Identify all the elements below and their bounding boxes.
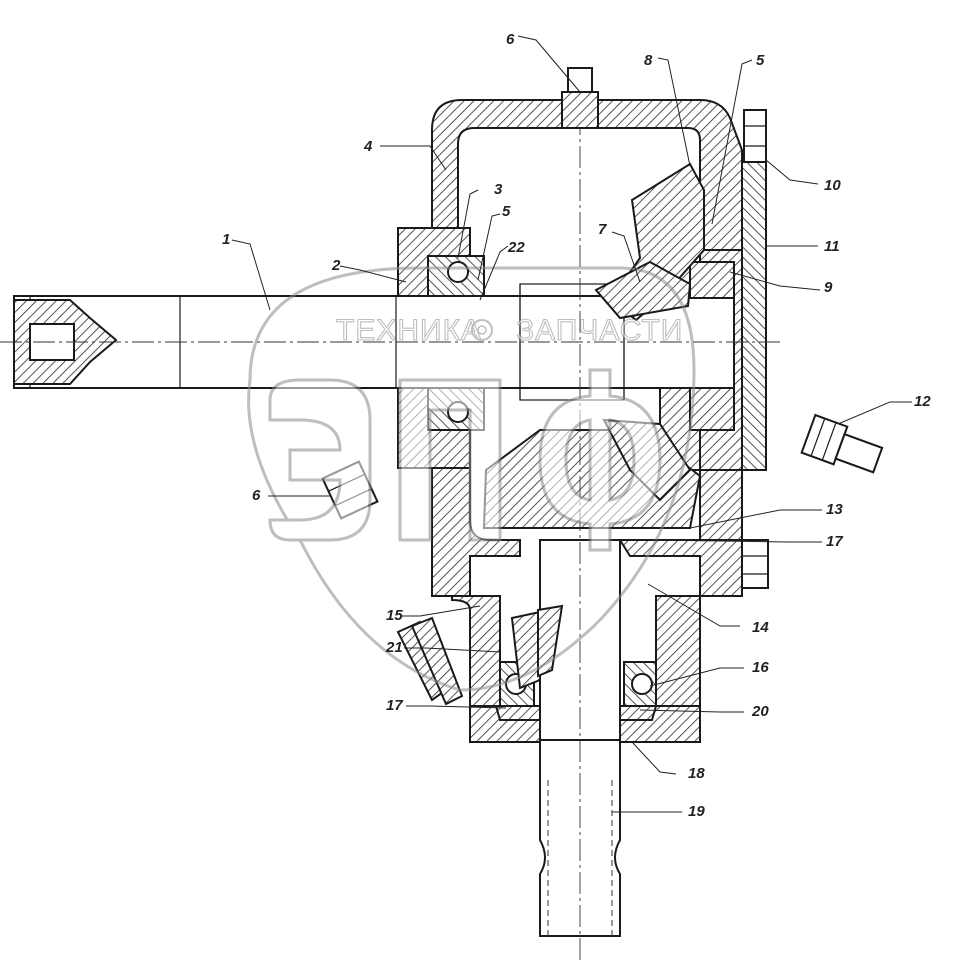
callout-18: 18 xyxy=(688,765,705,782)
callout-7: 7 xyxy=(598,221,607,238)
callout-2: 2 xyxy=(331,257,341,274)
bevel-gear-upper xyxy=(594,162,705,322)
callout-5-mid: 5 xyxy=(502,203,511,220)
callout-8: 8 xyxy=(644,52,653,69)
callout-21: 21 xyxy=(385,639,403,656)
callout-17-right: 17 xyxy=(826,533,843,550)
watermark-logo: ТЕХНИКА ЗАПЧАСТИ xyxy=(247,266,696,692)
callout-labels: 6 8 5 4 10 3 5 7 1 22 11 2 9 12 6 13 17 … xyxy=(222,31,931,820)
callout-15: 15 xyxy=(386,607,403,624)
bolt-top-right xyxy=(743,109,767,163)
callout-14: 14 xyxy=(752,619,769,636)
callout-20: 20 xyxy=(751,703,769,720)
breather-plug-top xyxy=(561,67,599,129)
callout-16: 16 xyxy=(752,659,769,676)
bolt-bottom-right xyxy=(741,539,769,589)
callout-9: 9 xyxy=(824,279,833,296)
callout-1: 1 xyxy=(222,231,230,248)
watermark-brand-left: ТЕХНИКА xyxy=(336,314,482,347)
gear-icon xyxy=(471,319,493,341)
callout-12: 12 xyxy=(914,393,931,410)
watermark-brand-right: ЗАПЧАСТИ xyxy=(516,314,683,347)
exploded-bolt-12 xyxy=(800,413,884,474)
callout-4: 4 xyxy=(363,138,373,155)
bearing-right xyxy=(689,261,735,431)
callout-11: 11 xyxy=(824,238,840,255)
callout-22: 22 xyxy=(507,239,525,256)
callout-6-left: 6 xyxy=(252,487,261,504)
callout-17-left: 17 xyxy=(386,697,403,714)
callout-6-top: 6 xyxy=(506,31,515,48)
callout-5-top: 5 xyxy=(756,52,765,69)
callout-19: 19 xyxy=(688,803,705,820)
callout-3: 3 xyxy=(494,181,503,198)
leader-lines xyxy=(231,35,912,813)
callout-10: 10 xyxy=(824,177,841,194)
callout-13: 13 xyxy=(826,501,843,518)
